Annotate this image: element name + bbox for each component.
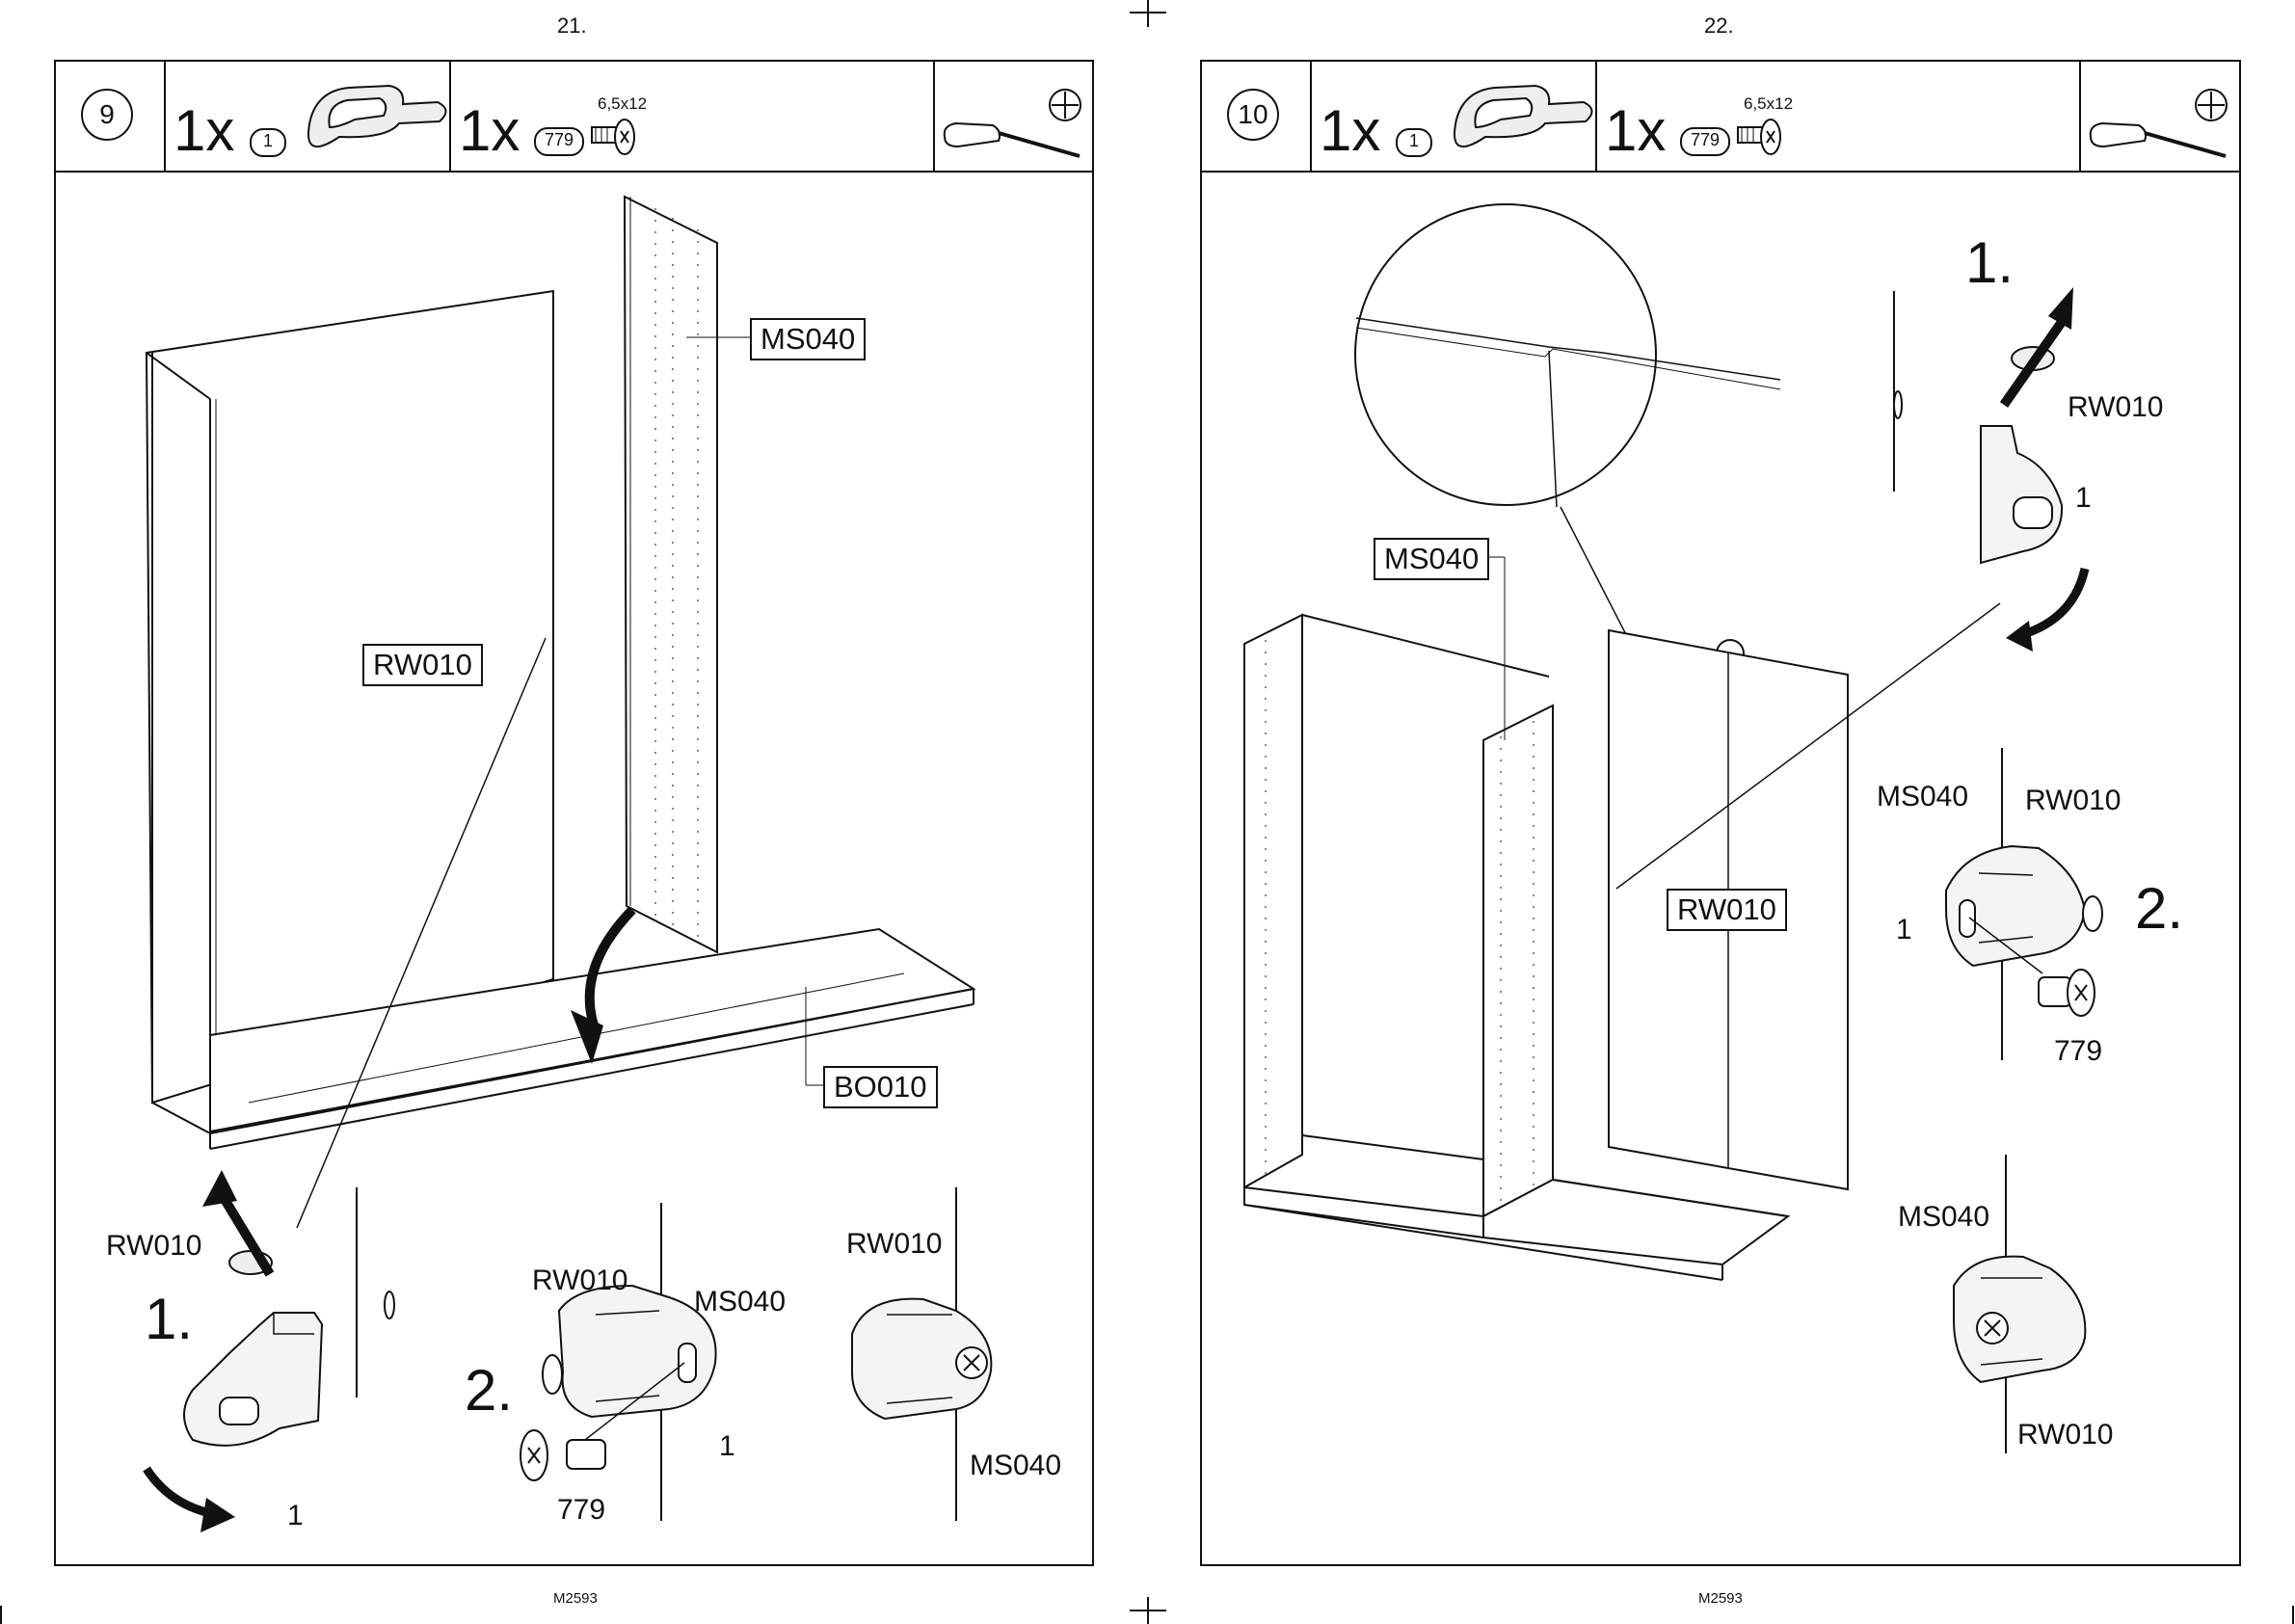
step-1-label: 1. <box>145 1286 193 1352</box>
assembly-drawing <box>56 62 1096 1568</box>
detail-label: RW010 <box>106 1230 202 1263</box>
detail-label: RW010 <box>2025 785 2122 817</box>
part-tag-rw010: RW010 <box>362 644 483 686</box>
side-panel <box>147 291 553 1103</box>
step-2-label: 2. <box>465 1357 513 1424</box>
part-tag-rw010: RW010 <box>1667 889 1787 931</box>
crop-mark <box>1147 0 1149 27</box>
page-number: 22. <box>1704 13 1734 39</box>
detail-label: MS040 <box>694 1286 786 1318</box>
part-tag-ms040: MS040 <box>1374 538 1489 580</box>
base-board <box>1244 1187 1483 1238</box>
part-tag-bo010: BO010 <box>823 1066 938 1108</box>
detail-label: 779 <box>2054 1035 2102 1068</box>
step-1-label: 1. <box>1965 229 2014 296</box>
detail-label: 1 <box>287 1500 304 1532</box>
detail-label: MS040 <box>970 1450 1061 1482</box>
crop-mark <box>1130 12 1166 13</box>
crop-mark <box>2292 1606 2294 1624</box>
middle-panel <box>1483 706 1553 1216</box>
page-footer-code: M2593 <box>553 1590 598 1607</box>
cabinet-side <box>1244 615 1302 1187</box>
detail-label: RW010 <box>532 1265 628 1297</box>
page-footer-code: M2593 <box>1698 1590 1743 1607</box>
crop-mark <box>0 1606 2 1624</box>
detail-label: MS040 <box>1877 781 1968 813</box>
detail-label: RW010 <box>2068 391 2164 424</box>
page-number: 21. <box>557 13 587 39</box>
instruction-frame: 10 1x 1 1x 779 6,5x12 <box>1200 60 2241 1566</box>
detail-label: 779 <box>557 1494 605 1527</box>
instruction-frame: 9 1x 1 1x 779 6,5x12 <box>54 60 1094 1566</box>
part-tag-ms040: MS040 <box>750 318 866 360</box>
crop-mark <box>1130 1610 1166 1611</box>
detail-label: RW010 <box>846 1228 943 1261</box>
detail-label: RW010 <box>2017 1419 2114 1451</box>
detail-label: MS040 <box>1898 1201 1989 1234</box>
middle-panel <box>625 197 717 952</box>
step-2-label: 2. <box>2135 875 2183 942</box>
detail-label: 1 <box>2075 482 2092 515</box>
detail-label: 1 <box>719 1430 735 1463</box>
detail-label: 1 <box>1896 914 1912 946</box>
